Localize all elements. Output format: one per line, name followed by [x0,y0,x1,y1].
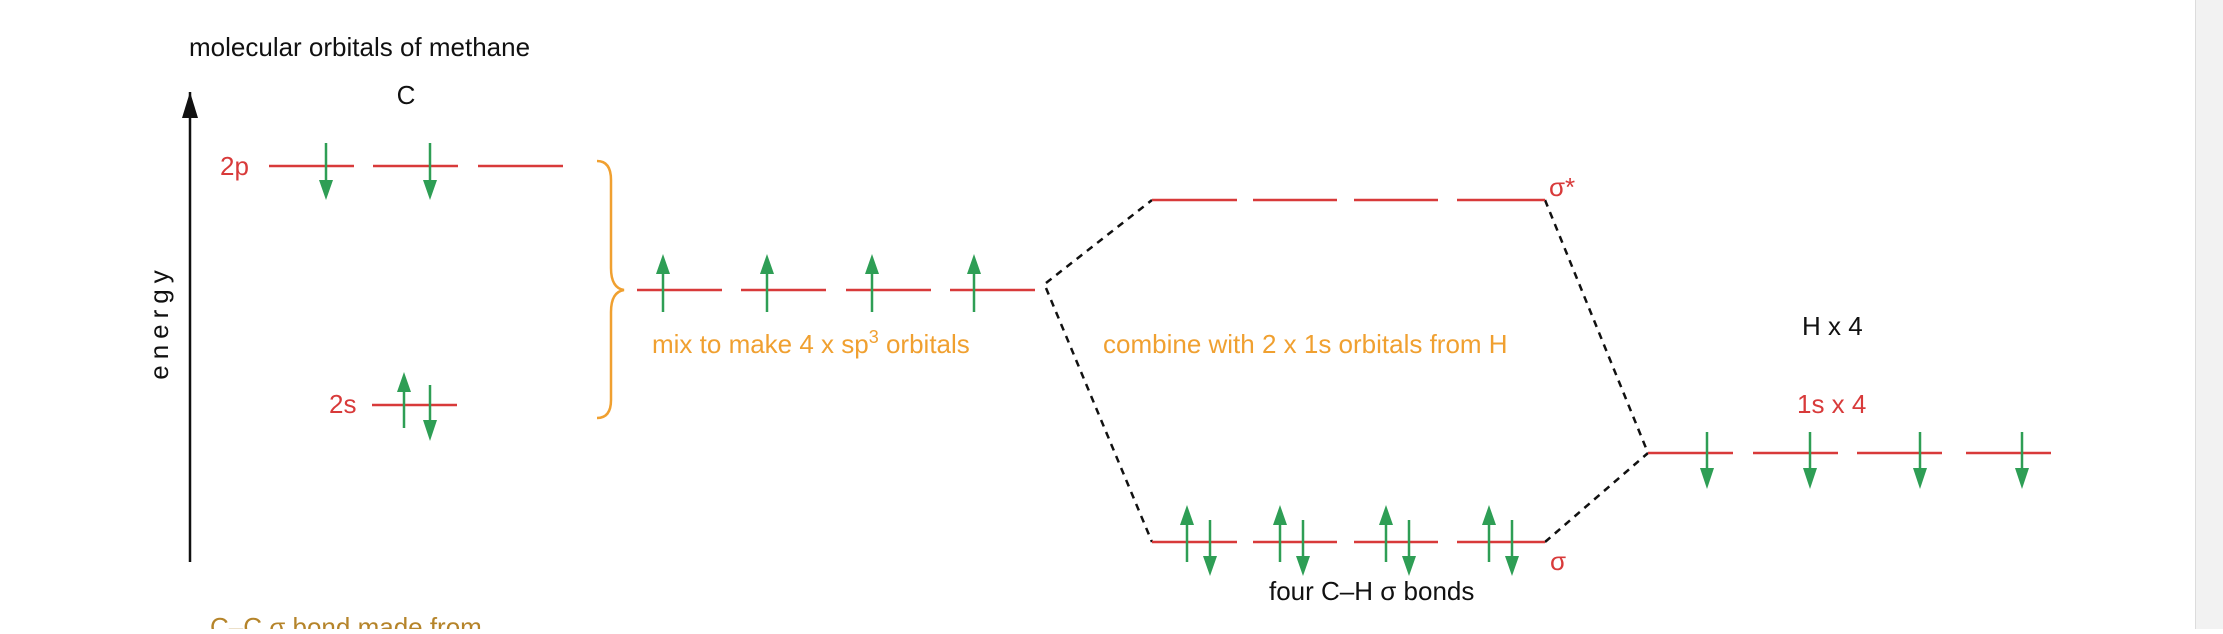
electron-down-arrow [1803,432,1817,489]
correlation-line [1044,287,1154,543]
electron-down-arrow [2015,432,2029,489]
scrollbar-track[interactable] [2195,0,2223,629]
electron-pair [1273,505,1310,576]
hybridization-note: mix to make 4 x sp3 orbitals [652,327,970,359]
electron-up-arrow [397,372,411,428]
electron-up-arrow [656,254,670,312]
carbon-header: C [397,80,416,110]
electron-up-arrow [760,254,774,312]
electron-pair [1379,505,1416,576]
bonds-caption: four C–H σ bonds [1269,576,1474,606]
electron-down-arrow [319,143,333,200]
electron-down-arrow [423,143,437,200]
energy-axis-label: energy [144,264,174,380]
carbon-2p-label: 2p [220,151,249,181]
correlation-lines [1044,199,1650,543]
hydrogen-1s-label: 1s x 4 [1797,389,1866,419]
carbon-2s-label: 2s [329,389,356,419]
combine-note: combine with 2 x 1s orbitals from H [1103,329,1508,359]
electron-down-arrow [1913,432,1927,489]
electron-pair [1180,505,1217,576]
correlation-line [1045,199,1153,284]
footnote-partial: C–C σ bond made from [210,612,482,629]
electron-up-arrow [865,254,879,312]
electron-up-arrow [967,254,981,312]
electron-down-arrow [1700,432,1714,489]
hybridization-brace [596,159,625,420]
sigma-label: σ [1550,546,1566,576]
diagram-title: molecular orbitals of methane [189,32,530,62]
correlation-line [1543,199,1650,454]
sigma-star-label: σ* [1549,172,1575,202]
energy-axis-arrowhead [182,92,198,118]
electron-pair [1482,505,1519,576]
correlation-line [1544,452,1649,543]
electron-down-arrow [423,385,437,441]
hydrogen-header: H x 4 [1802,311,1863,341]
